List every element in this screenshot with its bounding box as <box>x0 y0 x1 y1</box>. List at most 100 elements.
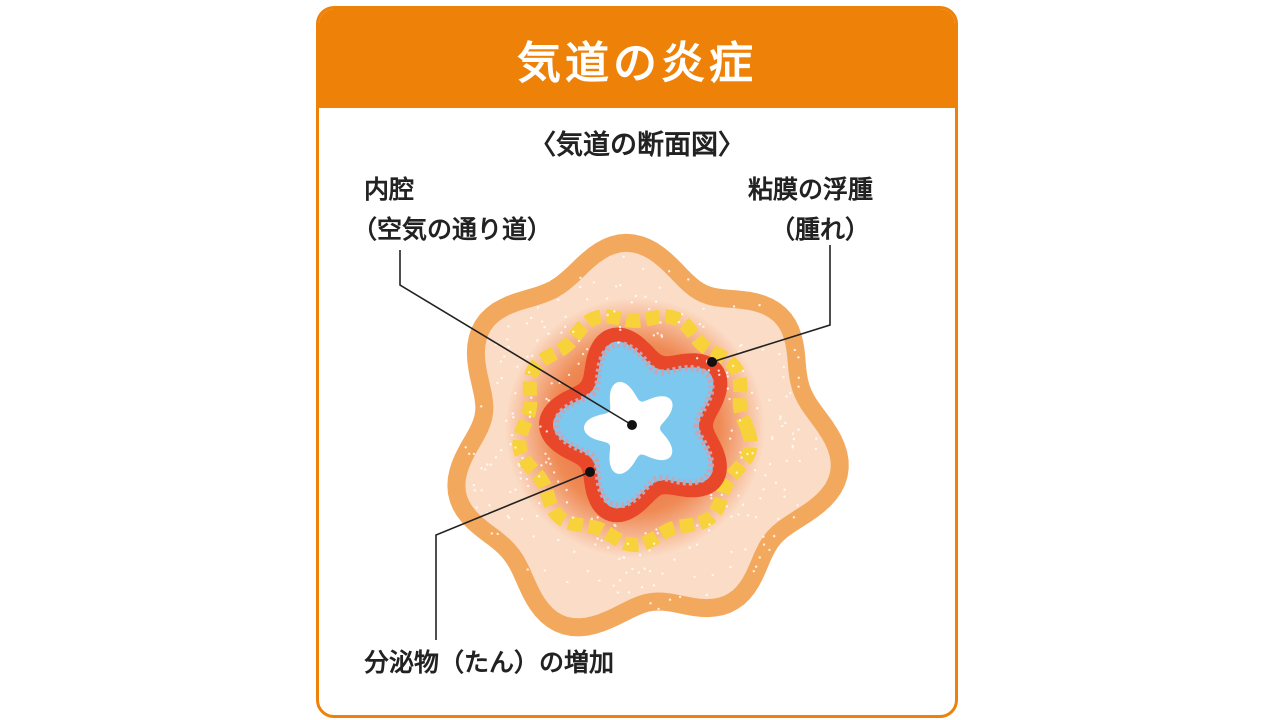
tissue-dot <box>480 489 482 491</box>
tissue-dot <box>732 365 734 367</box>
tissue-dot <box>736 472 738 474</box>
tissue-dot <box>526 478 528 480</box>
tissue-dot <box>520 477 522 479</box>
tissue-dot <box>729 437 731 439</box>
tissue-dot <box>480 467 482 469</box>
tissue-dot <box>781 425 783 427</box>
tissue-dot <box>753 570 755 572</box>
tissue-dot <box>625 572 627 574</box>
tissue-dot <box>777 518 779 520</box>
tissue-dot <box>661 336 663 338</box>
tissue-dot <box>528 371 530 373</box>
tissue-dot <box>615 285 617 287</box>
tissue-dot <box>733 305 735 307</box>
tissue-dot <box>490 463 492 465</box>
tissue-dot <box>792 446 794 448</box>
tissue-dot <box>491 532 493 534</box>
tissue-dot <box>768 399 770 401</box>
tissue-dot <box>521 518 523 520</box>
tissue-dot <box>648 308 650 310</box>
tissue-dot <box>815 437 817 439</box>
tissue-dot <box>793 438 795 440</box>
tissue-dot <box>468 453 470 455</box>
tissue-dot <box>473 453 475 455</box>
tissue-dot <box>739 345 741 347</box>
tissue-dot <box>503 355 505 357</box>
tissue-dot <box>496 533 498 535</box>
tissue-dot <box>668 270 670 272</box>
tissue-dot <box>721 494 723 496</box>
tissue-dot <box>710 497 712 499</box>
tissue-dot <box>509 443 511 445</box>
tissue-dot <box>465 446 467 448</box>
tissue-dot <box>511 434 513 436</box>
tissue-dot <box>783 488 785 490</box>
tissue-dot <box>739 419 741 421</box>
tissue-dot <box>618 558 620 560</box>
tissue-dot <box>488 504 490 506</box>
tissue-dot <box>536 515 538 517</box>
tissue-dot <box>586 348 588 350</box>
tissue-dot <box>747 514 749 516</box>
tissue-dot <box>799 460 801 462</box>
tissue-dot <box>712 574 714 576</box>
tissue-dot <box>708 369 710 371</box>
tissue-dot <box>649 602 651 604</box>
tissue-dot <box>500 360 502 362</box>
tissue-dot <box>509 491 511 493</box>
tissue-dot <box>543 326 545 328</box>
tissue-dot <box>531 355 533 357</box>
tissue-dot <box>649 570 651 572</box>
tissue-dot <box>631 301 633 303</box>
tissue-dot <box>657 532 659 534</box>
tissue-dot <box>617 591 619 593</box>
tissue-dot <box>507 346 509 348</box>
tissue-dot <box>657 608 659 610</box>
tissue-dot <box>648 549 650 551</box>
tissue-dot <box>727 387 729 389</box>
tissue-dot <box>484 468 486 470</box>
tissue-dot <box>696 524 698 526</box>
tissue-dot <box>708 523 710 525</box>
tissue-dot <box>688 546 690 548</box>
tissue-dot <box>659 321 661 323</box>
tissue-dot <box>538 475 540 477</box>
tissue-dot <box>768 549 770 551</box>
tissue-dot <box>751 392 753 394</box>
tissue-dot <box>797 428 799 430</box>
tissue-dot <box>549 463 551 465</box>
tissue-dot <box>577 363 579 365</box>
tissue-dot <box>642 268 644 270</box>
tissue-dot <box>617 341 619 343</box>
tissue-dot <box>764 474 766 476</box>
tissue-dot <box>500 449 502 451</box>
tissue-dot <box>727 375 729 377</box>
tissue-dot <box>512 416 514 418</box>
tissue-dot <box>526 568 528 570</box>
label-edema: 粘膜の浮腫 <box>748 171 873 209</box>
tissue-dot <box>755 565 757 567</box>
tissue-dot <box>619 284 621 286</box>
tissue-dot <box>755 516 757 518</box>
tissue-dot <box>564 326 566 328</box>
tissue-dot <box>702 308 704 310</box>
tissue-dot <box>560 332 562 334</box>
tissue-dot <box>639 554 641 556</box>
tissue-dot <box>594 543 596 545</box>
tissue-dot <box>756 407 758 409</box>
tissue-dot <box>744 548 746 550</box>
tissue-dot <box>627 543 629 545</box>
tissue-dot <box>696 543 698 545</box>
tissue-dot <box>628 591 630 593</box>
tissue-dot <box>596 537 598 539</box>
tissue-dot <box>708 529 710 531</box>
tissue-dot <box>532 535 534 537</box>
tissue-dot <box>572 516 574 518</box>
tissue-dot <box>742 503 744 505</box>
tissue-dot <box>783 366 785 368</box>
tissue-dot <box>612 585 614 587</box>
tissue-dot <box>521 457 523 459</box>
tissue-dot <box>607 546 609 548</box>
tissue-dot <box>495 456 497 458</box>
tissue-dot <box>773 535 775 537</box>
